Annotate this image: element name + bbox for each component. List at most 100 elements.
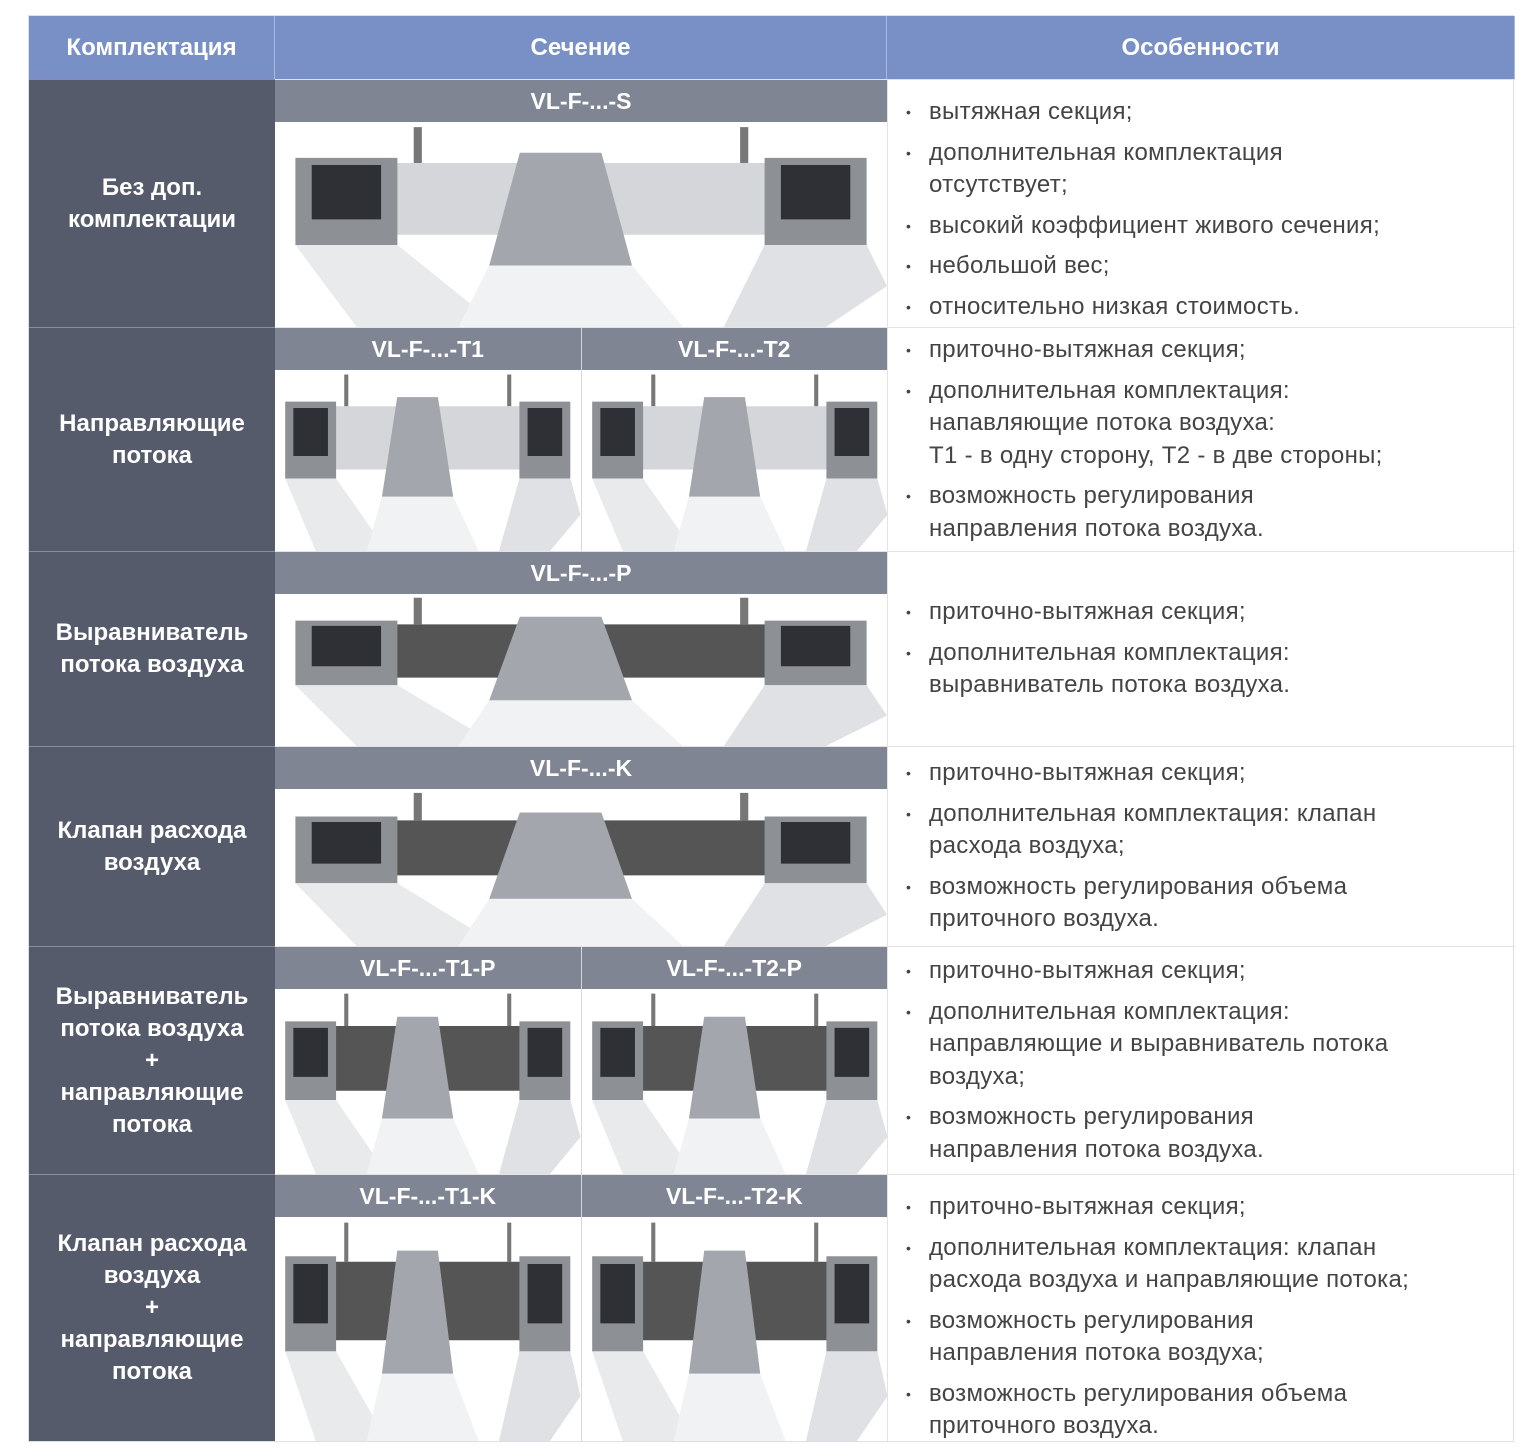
feature-text: небольшой вес; <box>929 252 1110 279</box>
feature-text: приточно-вытяжная секция; <box>929 336 1246 363</box>
feature-text: дополнительная комплектация: клапан расх… <box>929 799 1377 860</box>
bullet-icon: • <box>906 488 912 504</box>
feature-text: дополнительная комплектация: направляющи… <box>929 997 1389 1090</box>
bullet-icon: • <box>906 1239 912 1256</box>
feature-item: • возможность регулирования направления п… <box>906 480 1505 545</box>
product-code-label: VL-F-...-S <box>275 80 887 122</box>
config-cell: Клапан расхода воздуха + направляющие по… <box>29 1174 275 1441</box>
product-code-label: VL-F-...-T2 <box>581 328 887 370</box>
section-cell: VL-F-...-P <box>275 551 887 746</box>
product-code-label: VL-F-...-K <box>275 747 887 789</box>
bullet-icon: • <box>906 878 912 895</box>
product-image <box>275 989 581 1174</box>
feature-item: • вытяжная секция; <box>906 96 1505 129</box>
configuration-table: Комплектация Сечение Особенности Без доп… <box>28 15 1515 1443</box>
feature-item: •дополнительная комплектация: напавляющи… <box>906 375 1505 473</box>
feature-item: • дополнительная комплектация: клапан рас… <box>906 1232 1505 1297</box>
feature-item: •приточно-вытяжная секция; <box>906 757 1505 790</box>
bullet-icon: • <box>906 298 912 315</box>
bullet-icon: • <box>906 604 912 621</box>
product-section: VL-F-...-S <box>275 80 887 327</box>
product-image <box>275 1217 581 1441</box>
header-section: Сечение <box>275 16 887 79</box>
feature-item: •дополнительная комплектация: выравниват… <box>906 637 1505 702</box>
feature-text: возможность регулирования объема приточн… <box>929 872 1348 933</box>
profile-section-image <box>285 1222 581 1441</box>
bullet-icon: • <box>906 1109 912 1125</box>
feature-item: • приточно-вытяжная секция; <box>906 955 1505 988</box>
product-section: VL-F-...-T1-P <box>275 947 582 1174</box>
features-cell: •вытяжная секция;•дополнительная комплек… <box>887 79 1515 327</box>
features-cell: • приточно-вытяжная секция; •дополнительна… <box>887 551 1515 746</box>
section-cell: VL-F-...-S <box>275 79 887 327</box>
feature-item: • приточно-вытяжная секция; <box>906 596 1505 629</box>
feature-item: •небольшой вес; <box>906 250 1505 283</box>
product-image <box>582 370 887 551</box>
feature-item: • приточно-вытяжная секция; <box>906 1191 1505 1224</box>
profile-section-image <box>285 993 581 1174</box>
feature-text: дополнительная комплектация: клапан расх… <box>929 1233 1410 1294</box>
feature-item: • дополнительная комплектация: направляющ… <box>906 996 1505 1094</box>
features-cell: • приточно-вытяжная секция; •дополнительна… <box>887 327 1515 551</box>
profile-section-image <box>295 127 887 327</box>
product-section: VL-F-...-T2 <box>581 328 887 551</box>
feature-text: вытяжная секция; <box>929 98 1133 125</box>
product-image <box>582 989 887 1174</box>
feature-text: возможность регулирования направления по… <box>929 1103 1264 1163</box>
profile-section-image <box>285 374 581 551</box>
feature-item: • возможность регулирования объема приточ… <box>906 1378 1505 1443</box>
feature-item: •дополнительная комплектация отсутствует… <box>906 137 1505 202</box>
bullet-icon: • <box>906 963 912 979</box>
profile-section-image <box>295 597 887 746</box>
feature-item: •возможность регулирования направления п… <box>906 1305 1505 1370</box>
section-cell: VL-F-...-K <box>275 746 887 946</box>
bullet-icon: • <box>906 1385 912 1402</box>
header-configuration: Комплектация <box>29 16 275 79</box>
features-cell: • приточно-вытяжная секция; • дополнительна… <box>887 946 1515 1174</box>
config-cell: Направляющие потока <box>29 327 275 551</box>
product-code-label: VL-F-...-T1 <box>275 328 581 370</box>
config-cell: Клапан расхода воздуха <box>29 746 275 946</box>
product-code-label: VL-F-...-T1-K <box>275 1175 581 1217</box>
bullet-icon: • <box>906 765 912 782</box>
product-section: VL-F-...-T1 <box>275 328 582 551</box>
product-section: VL-F-...-P <box>275 552 887 746</box>
feature-text: возможность регулирования объема приточн… <box>929 1379 1348 1440</box>
feature-text: приточно-вытяжная секция; <box>929 1193 1246 1220</box>
profile-section-image <box>591 993 887 1174</box>
feature-text: возможность регулирования направления по… <box>929 482 1264 542</box>
bullet-icon: • <box>906 1312 912 1329</box>
config-cell: Выравниватель потока воздуха + направляю… <box>29 946 275 1174</box>
profile-section-image <box>591 374 887 551</box>
product-section: VL-F-...-T1-K <box>275 1175 582 1441</box>
feature-item: • возможность регулирования объема приточ… <box>906 871 1505 936</box>
product-section: VL-F-...-T2-K <box>581 1175 887 1441</box>
feature-text: дополнительная комплектация отсутствует; <box>929 138 1283 199</box>
feature-text: приточно-вытяжная секция; <box>929 957 1246 984</box>
feature-text: приточно-вытяжная секция; <box>929 598 1246 626</box>
bullet-icon: • <box>906 1003 912 1020</box>
product-section: VL-F-...-T2-P <box>581 947 887 1174</box>
profile-section-image <box>295 792 887 946</box>
header-features: Особенности <box>887 16 1515 79</box>
product-code-label: VL-F-...-P <box>275 552 887 594</box>
bullet-icon: • <box>906 217 912 234</box>
bullet-icon: • <box>906 342 912 358</box>
feature-item: • дополнительная комплектация: клапан рас… <box>906 798 1505 863</box>
bullet-icon: • <box>906 1199 912 1215</box>
product-code-label: VL-F-...-T2-K <box>581 1175 887 1217</box>
feature-item: • возможность регулирования направления п… <box>906 1101 1505 1166</box>
product-section: VL-F-...-K <box>275 747 887 946</box>
features-cell: •приточно-вытяжная секция;•дополнительна… <box>887 746 1515 946</box>
product-image <box>582 1217 887 1441</box>
product-code-label: VL-F-...-T1-P <box>275 947 581 989</box>
config-cell: Выравниватель потока воздуха <box>29 551 275 746</box>
bullet-icon: • <box>906 104 912 120</box>
feature-item: •относительно низкая стоимость. <box>906 291 1505 324</box>
bullet-icon: • <box>906 805 912 822</box>
product-code-label: VL-F-...-T2-P <box>581 947 887 989</box>
product-image <box>275 594 887 746</box>
